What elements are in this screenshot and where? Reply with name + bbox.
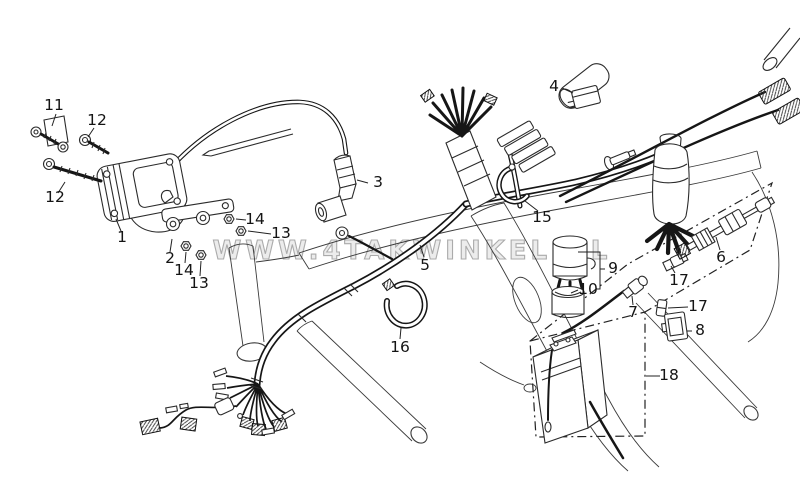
part-18-battery bbox=[532, 329, 625, 460]
part-9-condenser bbox=[552, 235, 596, 292]
frame-stud-bolt bbox=[603, 149, 637, 171]
part-label-2: 2 bbox=[165, 249, 175, 267]
part-label-7: 7 bbox=[628, 303, 638, 321]
part-12-bolt bbox=[78, 133, 110, 155]
part-4-relay bbox=[567, 84, 601, 110]
part-16-band-clamp bbox=[381, 278, 428, 329]
part-12-bolt bbox=[42, 157, 103, 183]
harness-connector-stack-left bbox=[419, 86, 498, 211]
part-label-15: 15 bbox=[532, 208, 552, 226]
part-label-13: 13 bbox=[189, 274, 209, 292]
leader-lines bbox=[51, 87, 721, 377]
part-7-sensor bbox=[561, 275, 648, 335]
top-right-connectors bbox=[758, 27, 800, 125]
part-6-cable-assembly bbox=[673, 196, 776, 260]
part-10-rubber-holder bbox=[551, 285, 585, 319]
spark-plug-wire bbox=[165, 99, 349, 174]
part-label-16: 16 bbox=[390, 338, 410, 356]
part-label-17: 17 bbox=[669, 271, 689, 289]
part-13-nut bbox=[195, 250, 207, 260]
part-label-12: 12 bbox=[45, 188, 65, 206]
part-label-14: 14 bbox=[174, 261, 194, 279]
part-3-spark-plug-cap bbox=[314, 154, 357, 223]
part-14-nut bbox=[180, 241, 192, 251]
ring-terminal-wire bbox=[335, 226, 394, 261]
part-label-11: 11 bbox=[44, 96, 64, 114]
part-label-12: 12 bbox=[87, 111, 107, 129]
bullet-connector-stack bbox=[496, 120, 556, 173]
part-label-17: 17 bbox=[688, 297, 708, 315]
part-label-8: 8 bbox=[695, 321, 705, 339]
part-label-1: 1 bbox=[117, 228, 127, 246]
part-11-plate bbox=[30, 115, 69, 153]
part-label-5: 5 bbox=[420, 256, 430, 274]
part-label-18: 18 bbox=[659, 366, 679, 384]
harness-rubber-boot bbox=[644, 133, 700, 256]
harness-connector-fan bbox=[139, 367, 296, 437]
part-15-wire-clamp bbox=[496, 163, 530, 205]
part-label-6: 6 bbox=[716, 248, 726, 266]
part-17-fuse bbox=[655, 299, 668, 317]
part-label-14: 14 bbox=[245, 210, 265, 228]
part-2-bracket bbox=[160, 189, 235, 232]
part-label-9: 9 bbox=[608, 259, 618, 277]
part-label-13: 13 bbox=[271, 224, 291, 242]
part-8-fuse-cover bbox=[660, 311, 689, 342]
part-label-4: 4 bbox=[549, 77, 559, 95]
part-label-3: 3 bbox=[373, 173, 383, 191]
part-14-nut bbox=[223, 214, 235, 224]
part-label-10: 10 bbox=[578, 280, 598, 298]
part-13-nut bbox=[235, 226, 247, 236]
